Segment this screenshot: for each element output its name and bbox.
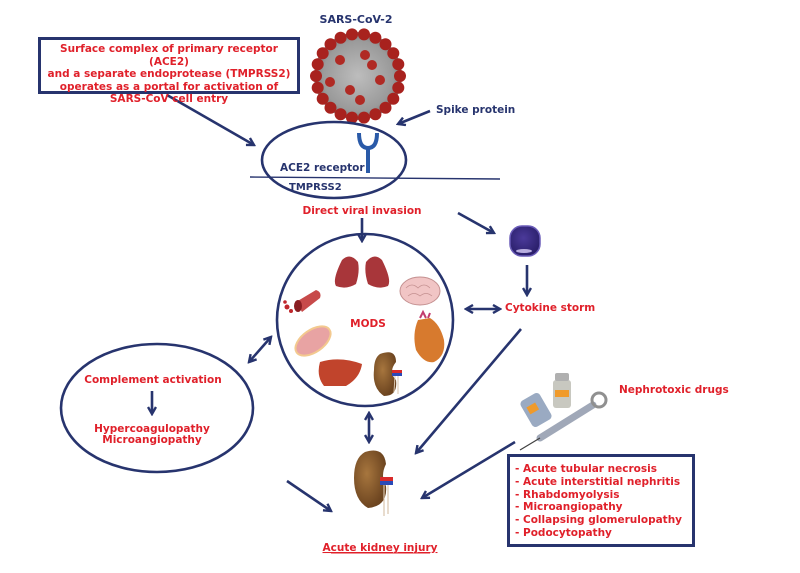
kidney-injury-icon	[354, 450, 393, 516]
virus-spike	[358, 111, 370, 124]
virus-spike	[358, 28, 370, 41]
virus-spike	[316, 92, 329, 105]
portal-line: operates as a portal for activation of	[59, 80, 279, 93]
liver-icon	[318, 359, 362, 386]
cause-item: - Podocytopathy	[515, 526, 612, 539]
cause-item: - Collapsing glomerulopathy	[515, 514, 683, 527]
virus-spike	[334, 31, 347, 44]
virus-spike	[367, 60, 377, 70]
kidney-icon	[373, 352, 402, 396]
virus-spike	[345, 85, 355, 95]
lungs-icon	[334, 248, 390, 288]
hypercoagulopathy-label: Hypercoagulopathy	[94, 423, 210, 435]
virus-spike	[311, 58, 324, 71]
virus-spike	[325, 77, 335, 87]
virus-spike	[375, 75, 385, 85]
complement-to-aki-arrow	[286, 479, 331, 511]
nephrotoxic-drugs-icon	[519, 373, 608, 451]
nephrotoxic-drugs-label: Nephrotoxic drugs	[619, 384, 729, 396]
sars-cov-2-virus-icon	[310, 28, 406, 124]
cause-item: - Acute tubular necrosis	[515, 463, 657, 475]
spike-protein-label: Spike protein	[436, 104, 515, 116]
virus-title: SARS-CoV-2	[320, 13, 393, 26]
virus-spike	[394, 70, 406, 82]
mods-complement-bidirectional-arrow	[249, 337, 271, 362]
ace2-receptor-label: ACE2 receptor	[280, 162, 365, 174]
spike-arrow	[398, 109, 431, 124]
direct-viral-invasion-label: Direct viral invasion	[302, 205, 421, 217]
virus-spike	[324, 38, 337, 51]
virus-spike	[379, 38, 392, 51]
portal-line: SARS-CoV cell entry	[109, 93, 229, 105]
drugs-to-aki-arrow	[422, 440, 516, 498]
cause-item: - Acute interstitial nephritis	[515, 475, 681, 488]
virus-spike	[387, 47, 400, 60]
virus-spike	[335, 55, 345, 65]
acute-kidney-injury-label: Acute kidney injury	[323, 542, 438, 554]
portal-line: Surface complex of primary receptor (ACE…	[60, 43, 278, 68]
virus-spike	[316, 47, 329, 60]
blood-vessel-icon	[283, 290, 321, 313]
invasion-to-immune-cell-arrow	[457, 211, 494, 233]
cytokine-to-aki-arrow	[416, 328, 522, 453]
portal-arrow	[166, 93, 254, 145]
ace2-receptor-icon	[357, 132, 379, 173]
virus-spike	[324, 101, 337, 114]
virus-spike	[369, 108, 382, 121]
cause-item: - Microangiopathy	[515, 501, 623, 514]
tmprss2-label: TMPRSS2	[289, 182, 342, 193]
cell-ellipse	[260, 120, 408, 200]
microangiopathy-label: Microangiopathy	[102, 434, 202, 446]
mods-ellipse	[275, 232, 455, 408]
virus-spike	[310, 70, 322, 82]
cause-item: - Rhabdomyolysis	[515, 488, 620, 501]
brain-icon	[399, 276, 441, 306]
mods-label: MODS	[350, 318, 386, 330]
cytokine-storm-label: Cytokine storm	[505, 302, 595, 314]
portal-description-box: Surface complex of primary receptor (ACE…	[38, 37, 300, 105]
virus-spike	[392, 81, 405, 94]
virus-spike	[346, 111, 358, 124]
virus-spike	[379, 101, 392, 114]
virus-spike	[311, 81, 324, 94]
muscle-icon	[294, 325, 332, 357]
immune-cell-icon	[509, 225, 541, 257]
virus-spike	[355, 95, 365, 105]
virus-spike	[387, 92, 400, 105]
portal-line: and a separate endoprotease (TMPRSS2)	[47, 68, 291, 80]
complement-activation-label: Complement activation	[84, 374, 221, 386]
virus-spike	[392, 58, 405, 71]
virus-spike	[369, 31, 382, 44]
virus-spike	[360, 50, 370, 60]
drug-causes-box: - Acute tubular necrosis - Acute interst…	[507, 454, 695, 547]
complement-ellipse	[59, 342, 255, 474]
cell-membrane-line	[249, 176, 501, 180]
virus-spike	[334, 108, 347, 121]
virus-spike	[346, 28, 358, 41]
heart-icon	[414, 309, 445, 363]
